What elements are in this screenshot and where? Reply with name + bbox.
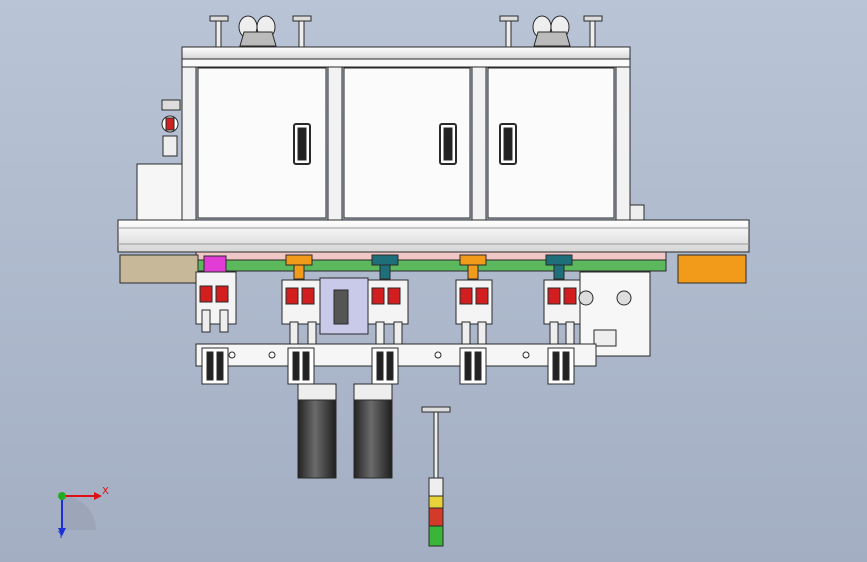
mounting-plate — [119, 251, 747, 284]
cabinet-frame — [181, 46, 645, 222]
gripper-head-3 — [367, 279, 409, 345]
leveler-foot-4 — [583, 15, 603, 48]
lower-blocks — [201, 347, 575, 385]
cylinders — [297, 383, 393, 479]
leveler-foot-2 — [292, 15, 312, 48]
gripper-head-2 — [281, 279, 323, 345]
cabinet-doors — [197, 67, 615, 219]
coordinate-triad — [58, 492, 102, 536]
leveler-foot-1 — [209, 15, 229, 48]
cabinet-door-1 — [197, 67, 327, 219]
base-beam — [117, 219, 750, 253]
cabinet-door-2 — [343, 67, 471, 219]
gripper-head-5 — [543, 279, 581, 345]
stack-light — [421, 406, 451, 547]
leveler-foot-3 — [499, 15, 519, 48]
side-control-box — [136, 99, 183, 222]
axis-x-label: X — [102, 486, 109, 497]
right-bracket — [578, 271, 651, 357]
gripper-head-1 — [195, 271, 237, 333]
cylinder-1 — [297, 383, 337, 479]
cabinet-door-3 — [487, 67, 615, 219]
cylinder-2 — [353, 383, 393, 479]
caster-wheel-2 — [532, 15, 571, 47]
center-fixture — [319, 277, 369, 335]
gripper-head-4 — [455, 279, 493, 345]
top-levelers — [209, 15, 603, 48]
gripper-heads — [195, 271, 651, 357]
caster-wheel-1 — [238, 15, 277, 47]
axis-y-label: Y — [58, 530, 65, 541]
